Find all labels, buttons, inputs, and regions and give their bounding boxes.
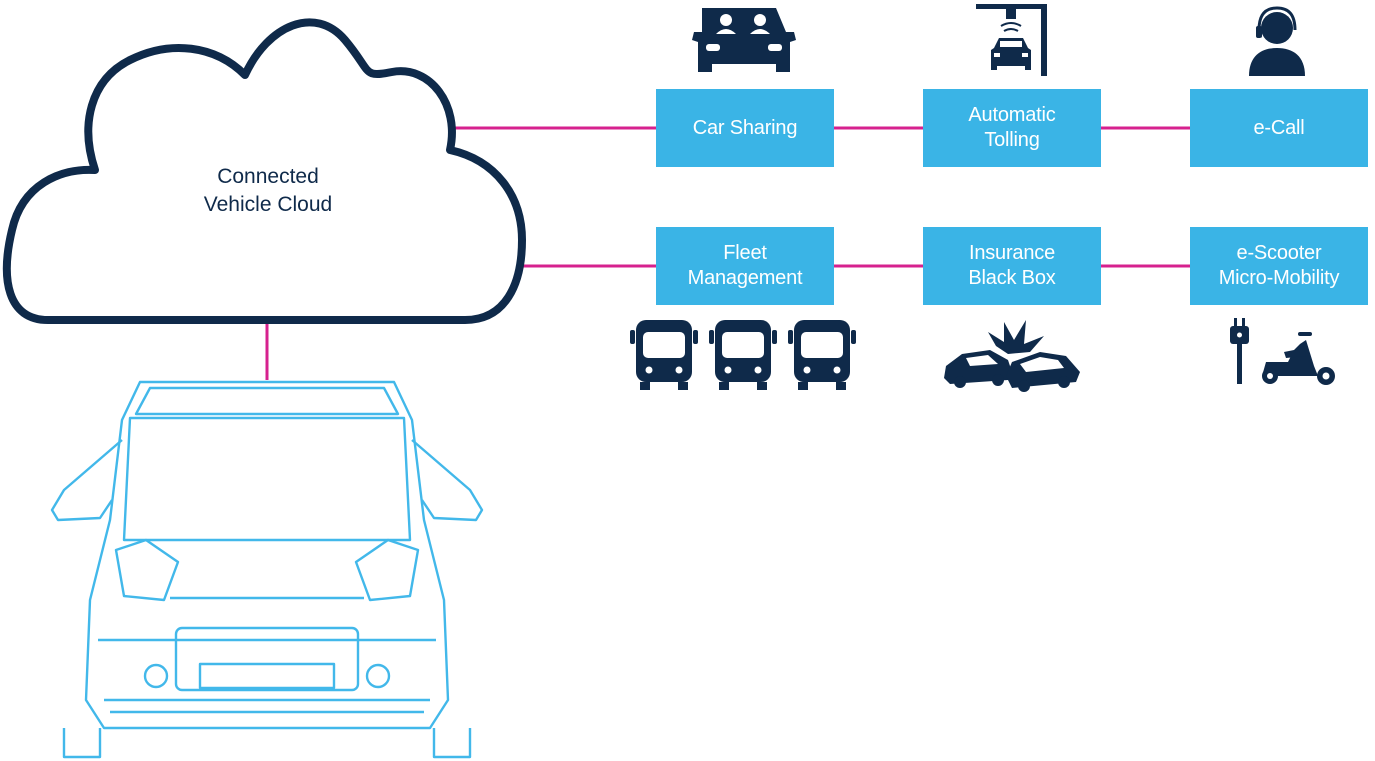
bus-icon bbox=[788, 320, 856, 390]
insurance-black-box-label: Insurance Black Box bbox=[968, 242, 1056, 289]
automatic-tolling-label: Automatic Tolling bbox=[968, 104, 1056, 151]
toll-gate-icon bbox=[976, 4, 1047, 76]
call-operator-icon bbox=[1249, 6, 1305, 76]
e-call-label: e-Call bbox=[1253, 116, 1305, 139]
bus-icon bbox=[630, 320, 698, 390]
box-automatic-tolling bbox=[923, 89, 1101, 167]
car-crash-icon bbox=[944, 320, 1080, 392]
e-scooter-label: e-Scooter Micro-Mobility bbox=[1218, 242, 1340, 289]
connected-van-icon bbox=[50, 380, 484, 759]
car-sharing-label: Car Sharing bbox=[692, 116, 798, 139]
cloud-shape bbox=[2, 18, 526, 324]
shared-car-icon bbox=[692, 8, 796, 72]
box-e-scooter bbox=[1190, 227, 1368, 305]
bus-fleet-icon bbox=[630, 320, 856, 390]
service-boxes bbox=[656, 89, 1368, 305]
cloud-label: Connected Vehicle Cloud bbox=[203, 165, 333, 216]
box-fleet-management bbox=[656, 227, 834, 305]
e-scooter-icon bbox=[1230, 318, 1335, 385]
bus-icon bbox=[709, 320, 777, 390]
box-insurance-black-box bbox=[923, 227, 1101, 305]
box-car-sharing bbox=[656, 89, 834, 167]
box-e-call bbox=[1190, 89, 1368, 167]
fleet-management-label: Fleet Management bbox=[687, 242, 803, 289]
connector-lines bbox=[265, 126, 1190, 380]
